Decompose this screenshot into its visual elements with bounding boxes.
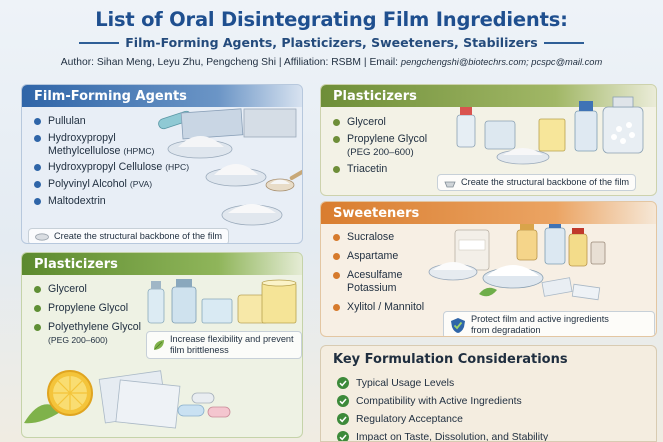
sweeteners-panel: Sweeteners Sucralose Aspartame Acesulfam… [320, 201, 657, 337]
list-item: Triacetin [333, 163, 427, 180]
list-item: Impact on Taste, Dissolution, and Stabil… [337, 428, 548, 441]
page-subtitle: Film-Forming Agents, Plasticizers, Sweet… [125, 35, 538, 50]
separator: | [363, 57, 367, 68]
film-ingredients-illustration [158, 108, 302, 226]
subtitle-rule-left [79, 41, 120, 44]
bullet-icon [34, 164, 41, 171]
list-item: Polyethylene Glycol(PEG 200–600) [34, 321, 141, 349]
checkmark-icon [337, 431, 349, 441]
list-item: Pullulan [34, 115, 189, 132]
bullet-icon [333, 136, 340, 143]
checkmark-icon [337, 413, 349, 425]
plasticizers-right-panel: Plasticizers Glycerol Propylene Glycol(P… [320, 84, 657, 196]
list-item: Propylene Glycol [34, 302, 141, 321]
checkmark-icon [337, 377, 349, 389]
separator: | [278, 57, 282, 68]
plasticizers-left-title: Plasticizers [22, 253, 302, 275]
list-item: Hydroxypropyl Cellulose (HPC) [34, 161, 189, 178]
mortar-icon [444, 181, 456, 187]
lemon-and-films-illustration [24, 370, 231, 429]
list-item: Glycerol [34, 283, 141, 302]
list-item: Aspartame [333, 250, 424, 269]
bullet-icon [333, 304, 340, 311]
plasticizer-vials-illustration [456, 96, 644, 165]
key-considerations-panel: Key Formulation Considerations Typical U… [320, 345, 657, 442]
film-forming-title: Film-Forming Agents [22, 85, 302, 107]
checkmark-icon [337, 395, 349, 407]
author-label: Author: [60, 57, 94, 68]
plasticizers-right-note: Create the structural backbone of the fi… [437, 174, 637, 191]
bullet-icon [333, 119, 340, 126]
plasticizer-bottles-illustration [147, 279, 297, 324]
bullet-icon [34, 305, 41, 312]
affiliation-label: Affiliation: [283, 57, 329, 68]
bullet-icon [34, 286, 41, 293]
bullet-icon [333, 166, 340, 173]
list-item: Glycerol [333, 116, 427, 133]
byline: Author: Sihan Meng, Leyu Zhu, Pengcheng … [0, 57, 663, 68]
sweetener-containers-illustration [428, 224, 606, 301]
sweeteners-title: Sweeteners [321, 202, 656, 224]
key-considerations-list: Typical Usage Levels Compatibility with … [337, 374, 548, 441]
subtitle-rule-right [543, 41, 584, 44]
capsule-icon [35, 232, 49, 241]
list-item: Compatibility with Active Ingredients [337, 392, 548, 410]
film-forming-note: Create the structural backbone of the fi… [28, 228, 230, 243]
bullet-icon [34, 181, 41, 188]
bullet-icon [34, 324, 41, 331]
plasticizers-left-panel: Plasticizers Glycerol Propylene Glycol P… [21, 252, 303, 438]
bullet-icon [34, 135, 41, 142]
bullet-icon [333, 272, 340, 279]
bullet-icon [34, 118, 41, 125]
list-item: Xylitol / Mannitol [333, 301, 424, 318]
subtitle-row: Film-Forming Agents, Plasticizers, Sweet… [0, 35, 663, 50]
key-considerations-title: Key Formulation Considerations [333, 351, 568, 367]
list-item: Sucralose [333, 231, 424, 250]
plasticizers-right-title: Plasticizers [321, 85, 656, 107]
email-link[interactable]: pengchengshi@biotechrs.com; pcspc@mail.c… [400, 57, 603, 67]
authors: Sihan Meng, Leyu Zhu, Pengcheng Shi [96, 57, 277, 68]
plasticizers-left-list: Glycerol Propylene Glycol Polyethylene G… [34, 283, 141, 349]
leaf-icon [154, 340, 164, 350]
bullet-icon [34, 198, 41, 205]
list-item: Polyvinyl Alcohol (PVA) [34, 178, 189, 195]
list-item: Propylene Glycol(PEG 200–600) [333, 133, 427, 163]
list-item: Regulatory Acceptance [337, 410, 548, 428]
bullet-icon [333, 234, 340, 241]
affiliation: RSBM [331, 57, 361, 68]
list-item: Typical Usage Levels [337, 374, 548, 392]
list-item: Maltodextrin [34, 195, 189, 212]
page-title: List of Oral Disintegrating Film Ingredi… [95, 8, 568, 31]
bullet-icon [333, 253, 340, 260]
plasticizers-right-list: Glycerol Propylene Glycol(PEG 200–600) T… [333, 116, 427, 180]
film-forming-panel: Film-Forming Agents Pullulan Hydroxyprop… [21, 84, 303, 244]
email-label: Email: [369, 57, 399, 68]
shield-check-icon [451, 317, 465, 333]
poster-header: List of Oral Disintegrating Film Ingredi… [0, 0, 663, 80]
